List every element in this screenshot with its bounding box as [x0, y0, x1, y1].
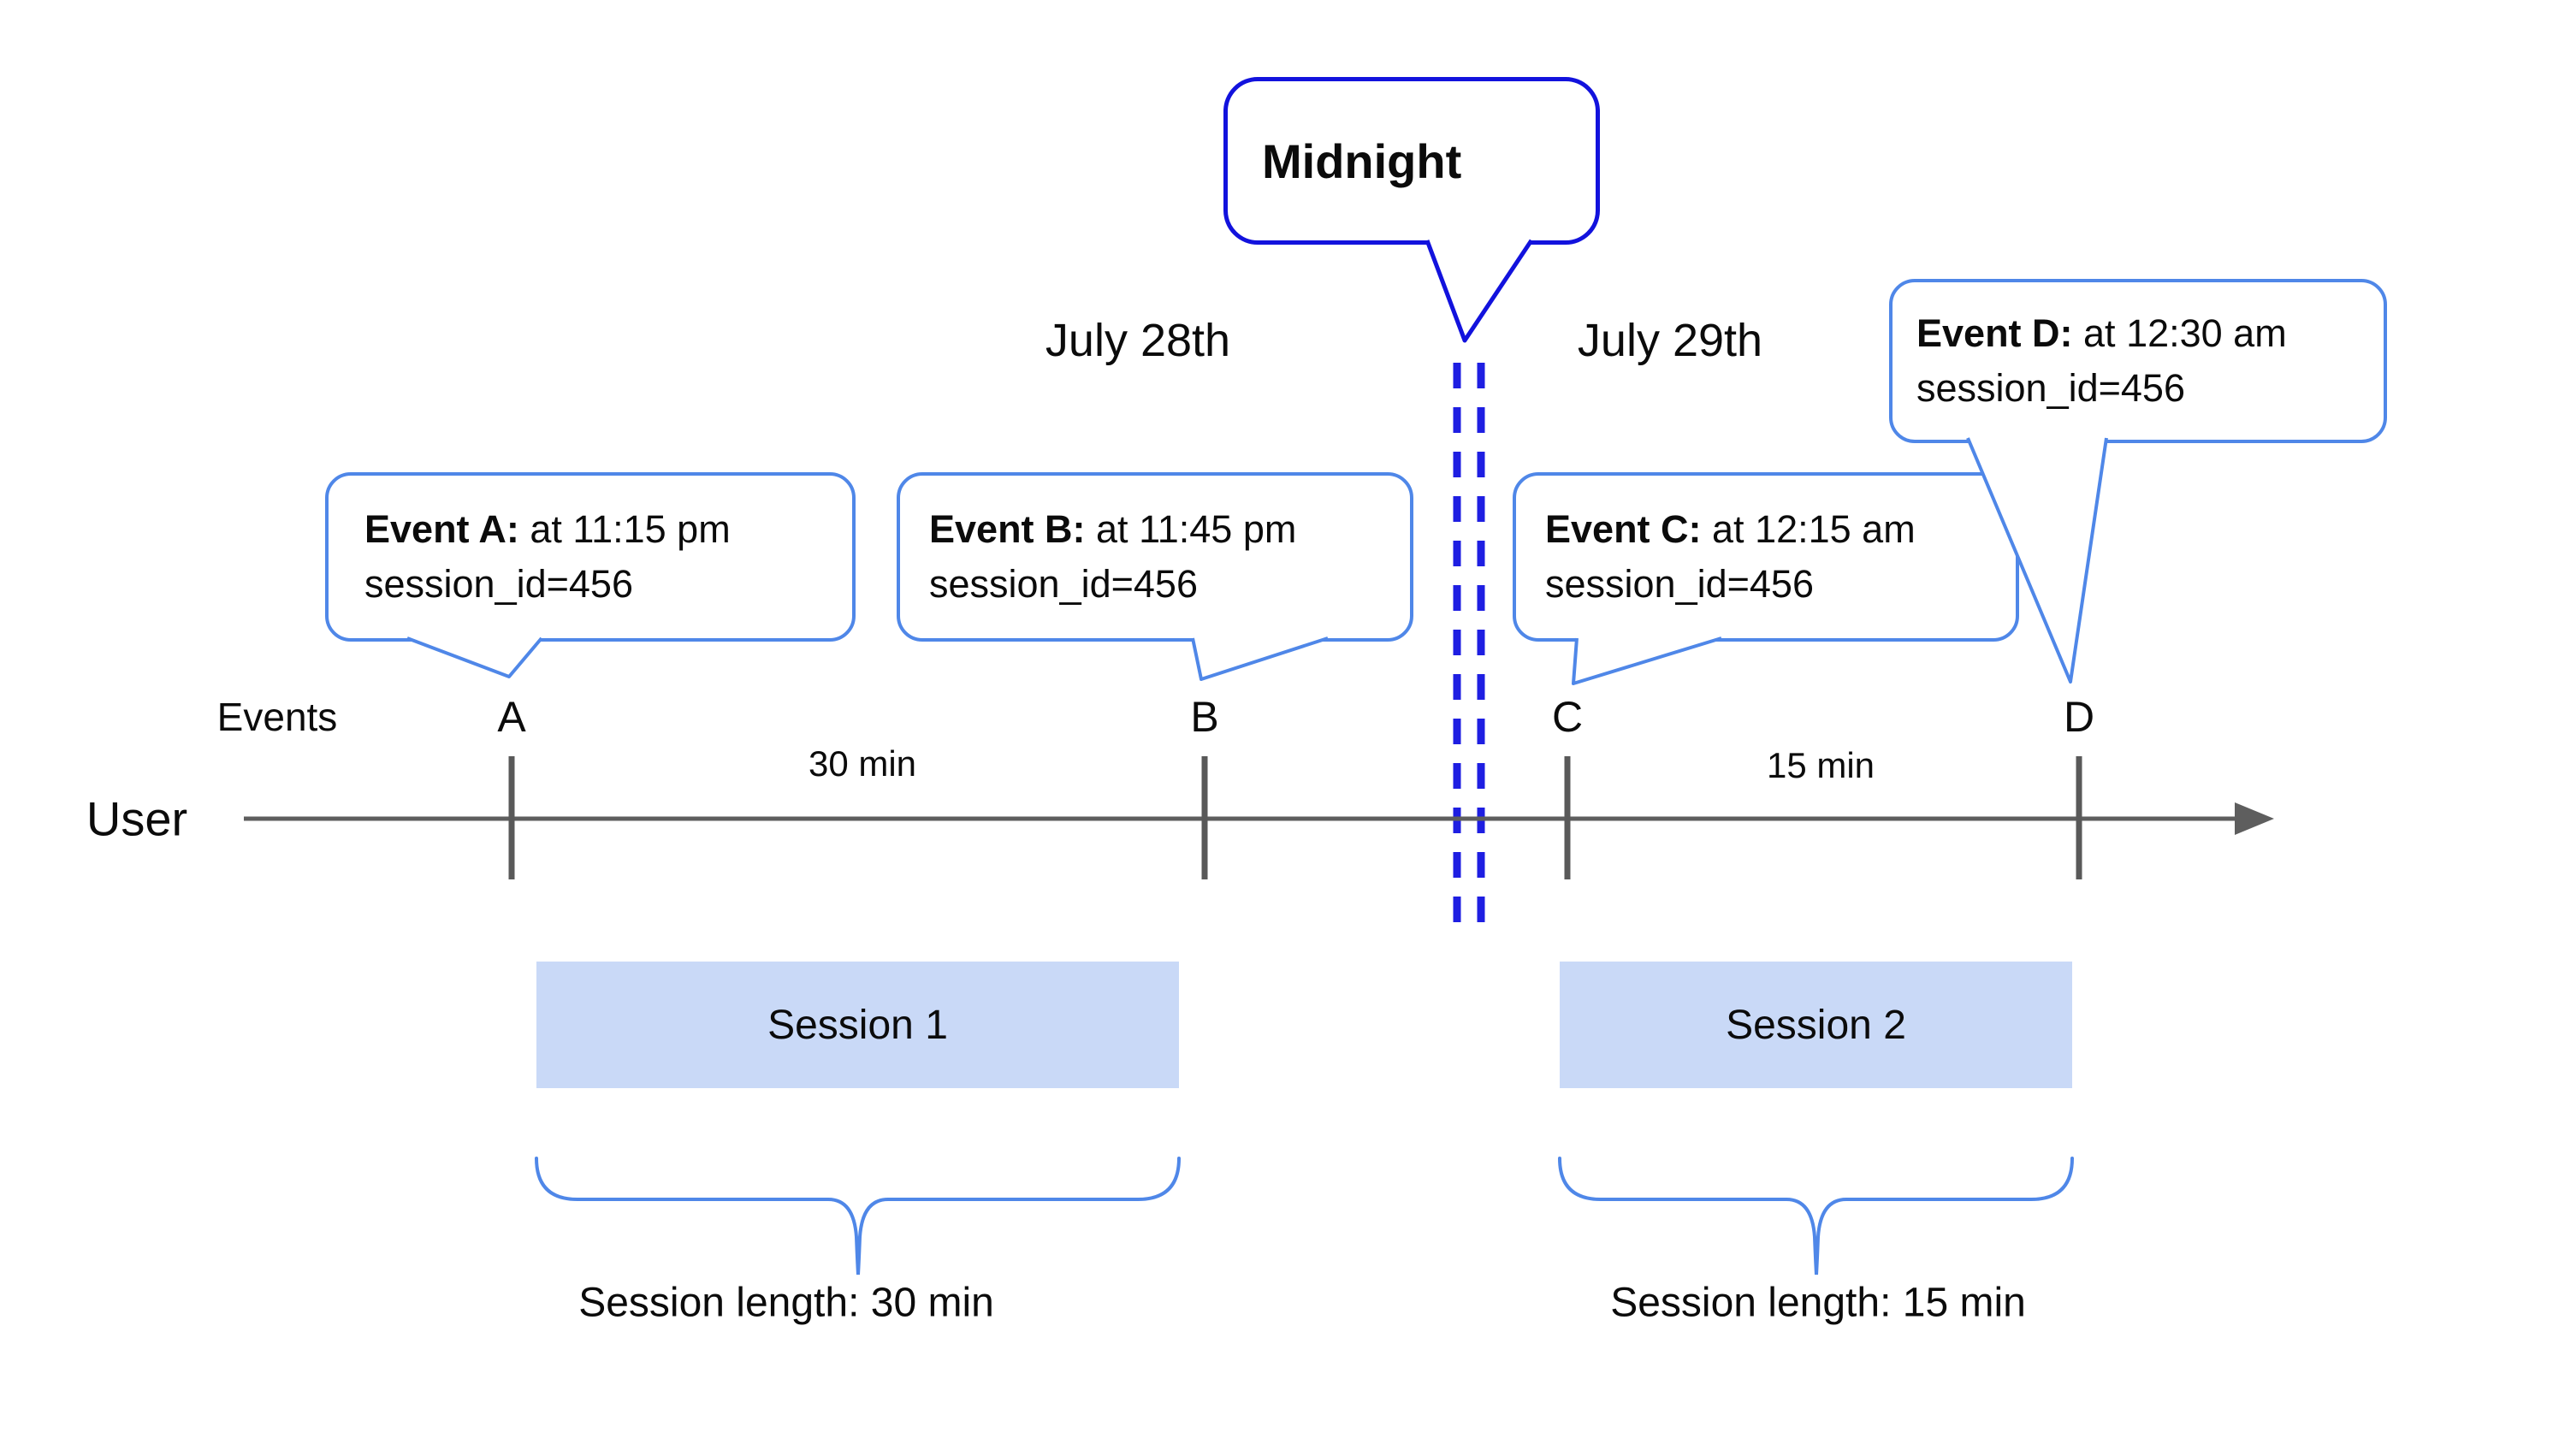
event-d-session-id: session_id=456 — [1916, 366, 2185, 410]
session-2-box: Session 2 — [1560, 962, 2072, 1088]
session-2-label: Session 2 — [1726, 1002, 1906, 1048]
event-a-time: at 11:15 pm — [518, 507, 731, 551]
event-b-session-id: session_id=456 — [929, 562, 1198, 606]
date-label-july-29: July 29th — [1577, 315, 1763, 366]
tick-label-d: D — [2063, 693, 2095, 741]
event-a-title: Event A: — [364, 507, 519, 551]
event-a-callout-line1: Event A: at 11:15 pm — [364, 502, 852, 557]
midnight-callout-label: Midnight — [1262, 133, 1462, 188]
event-c-callout: Event C: at 12:15 am session_id=456 — [1513, 472, 2019, 642]
session-1-length-caption: Session length: 30 min — [578, 1280, 994, 1326]
tick-label-b: B — [1190, 693, 1219, 741]
timeline-arrowhead — [2235, 802, 2274, 835]
event-a-callout-tail — [406, 636, 543, 678]
tick-label-a: A — [497, 693, 526, 741]
event-d-callout-line1: Event D: at 12:30 am — [1916, 306, 2384, 361]
event-c-time: at 12:15 am — [1701, 507, 1916, 551]
event-c-title: Event C: — [1545, 507, 1702, 551]
midnight-callout-tail — [1425, 239, 1534, 343]
date-label-july-28: July 28th — [1045, 315, 1231, 366]
interval-label-30min: 30 min — [808, 743, 917, 784]
event-d-callout: Event D: at 12:30 am session_id=456 — [1889, 279, 2387, 443]
event-b-callout-tail — [1191, 636, 1329, 681]
event-c-callout-tail — [1572, 636, 1722, 685]
event-c-callout-line1: Event C: at 12:15 am — [1545, 502, 2016, 557]
event-a-callout: Event A: at 11:15 pm session_id=456 — [325, 472, 856, 642]
session-2-length-caption: Session length: 15 min — [1610, 1280, 2026, 1326]
tick-label-c: C — [1551, 693, 1584, 741]
interval-label-15min: 15 min — [1766, 745, 1875, 785]
session-2-brace — [1558, 1157, 2074, 1275]
event-a-session-id: session_id=456 — [364, 562, 633, 606]
user-axis-label: User — [86, 791, 188, 846]
event-b-callout: Event B: at 11:45 pm session_id=456 — [897, 472, 1413, 642]
session-1-box: Session 1 — [536, 962, 1179, 1088]
event-b-title: Event B: — [929, 507, 1086, 551]
events-axis-label: Events — [216, 695, 338, 739]
event-b-callout-line1: Event B: at 11:45 pm — [929, 502, 1410, 557]
session-1-brace — [535, 1157, 1181, 1275]
event-b-time: at 11:45 pm — [1085, 507, 1297, 551]
session-1-label: Session 1 — [767, 1002, 948, 1048]
event-d-time: at 12:30 am — [2072, 311, 2287, 355]
event-c-session-id: session_id=456 — [1545, 562, 1814, 606]
event-d-title: Event D: — [1916, 311, 2073, 355]
midnight-callout: Midnight — [1223, 77, 1600, 245]
